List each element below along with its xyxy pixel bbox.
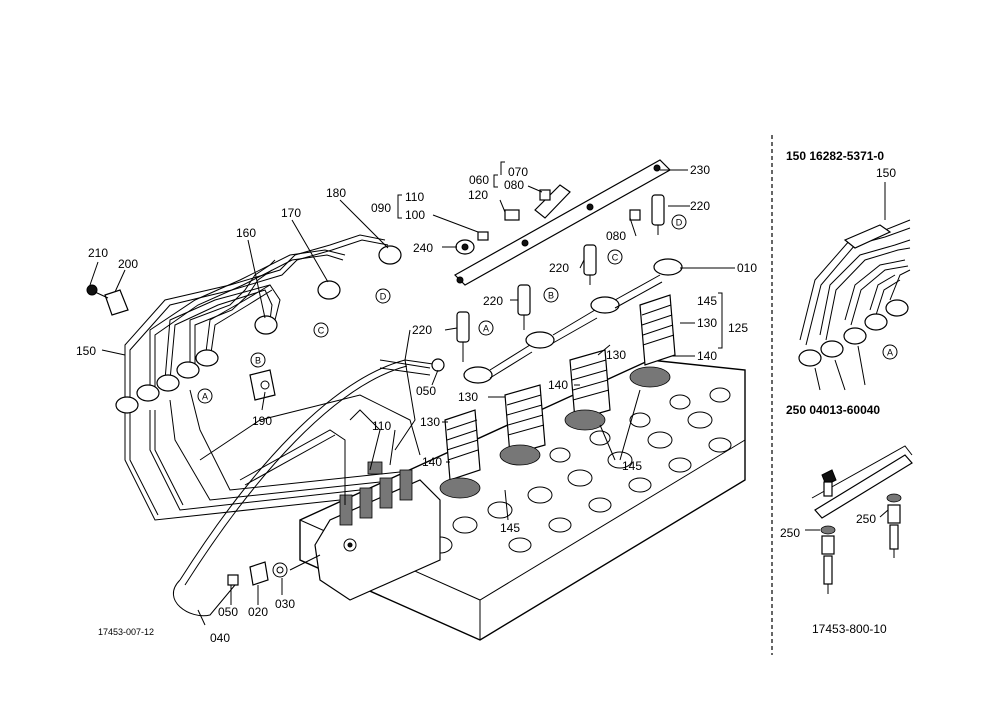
glow-plugs: [456, 194, 665, 362]
callout-010: 010: [737, 261, 757, 275]
ref-circle-d2: [671, 214, 687, 230]
glow-plug-detail: [805, 445, 913, 594]
injector-nozzles: [439, 294, 676, 499]
callout-060: 060: [469, 173, 489, 187]
small-fittings: [455, 189, 641, 255]
drawing-number: 17453-007-12: [98, 627, 154, 637]
callout-210: 210: [88, 246, 108, 260]
callout-070: 070: [508, 165, 528, 179]
callout-050b: 050: [218, 605, 238, 619]
callout-150: 150: [76, 344, 96, 358]
callout-110b: 110: [372, 419, 391, 433]
callout-080b: 080: [606, 229, 626, 243]
feed-fittings: [227, 554, 321, 586]
callout-130c: 130: [458, 390, 478, 404]
return-pipe: [173, 329, 441, 617]
callout-145a: 145: [697, 294, 717, 308]
ref-letter-d1: D: [380, 292, 387, 302]
ref-circle-b1: [250, 352, 266, 368]
ref-letter-d2: D: [676, 218, 683, 228]
callout-020: 020: [248, 605, 268, 619]
clamp-190: [249, 369, 276, 401]
injection-pump: [314, 461, 441, 601]
ref-circle-a2: [478, 320, 494, 336]
callout-140c: 140: [422, 455, 442, 469]
callout-145b: 145: [500, 521, 520, 535]
pipe-clamp: [86, 284, 129, 316]
ref-letter-c2: C: [612, 253, 619, 263]
callout-030: 030: [275, 597, 295, 611]
callout-145c: 145: [622, 459, 642, 473]
ref-circle-d1: [375, 288, 391, 304]
ref-letter-b1: B: [255, 356, 261, 366]
ref-letter-a1: A: [202, 392, 208, 402]
ref-letter-a3: A: [887, 348, 893, 358]
callout-220c: 220: [483, 294, 503, 308]
kit-callout: 150: [876, 166, 896, 180]
callout-100: 100: [405, 208, 425, 222]
ref-letter-c1: C: [318, 326, 325, 336]
callout-220a: 220: [690, 199, 710, 213]
ref-circle-a1: [197, 388, 213, 404]
overflow-pipes: [379, 258, 683, 384]
callout-120: 120: [468, 188, 488, 202]
callout-125: 125: [728, 321, 748, 335]
washer-part-line: 250 04013-60040: [786, 403, 880, 417]
ref-letter-b2: B: [548, 291, 554, 301]
side-panel: 150 16282-5371-0 150 A 250 04013-60040: [780, 149, 913, 636]
callout-040: 040: [210, 631, 230, 645]
ref-circle-c1: [313, 322, 329, 338]
washer-callout-a: 250: [780, 526, 800, 540]
callout-220d: 220: [412, 323, 432, 337]
injection-pipes: [124, 234, 421, 521]
callout-240: 240: [413, 241, 433, 255]
callout-050a: 050: [416, 384, 436, 398]
callout-080a: 080: [504, 178, 524, 192]
callout-180: 180: [326, 186, 346, 200]
callout-170: 170: [281, 206, 301, 220]
detail-drawing-number: 17453-800-10: [812, 622, 887, 636]
ref-circle-c2: [607, 249, 623, 265]
callout-220b: 220: [549, 261, 569, 275]
ref-letter-a2: A: [483, 324, 489, 334]
pipe-kit-drawing: A: [798, 219, 911, 391]
callout-140b: 140: [548, 378, 568, 392]
callouts: 210 200 160 170 180 150 190 240 090 110 …: [76, 163, 757, 645]
callout-130b: 130: [606, 348, 626, 362]
callout-130a: 130: [697, 316, 717, 330]
callout-230: 230: [690, 163, 710, 177]
callout-190: 190: [252, 414, 272, 428]
nozzle-rings: [446, 304, 675, 461]
callout-160: 160: [236, 226, 256, 240]
head-holes: [427, 387, 732, 554]
reference-letters: A B C D A B C D: [197, 214, 687, 404]
callout-110a: 110: [405, 190, 424, 204]
callout-130d: 130: [420, 415, 440, 429]
pipe-nuts: [115, 245, 402, 414]
kit-part-line: 150 16282-5371-0: [786, 149, 884, 163]
cylinder-head: [299, 359, 746, 641]
washer-callout-b: 250: [856, 512, 876, 526]
callout-140a: 140: [697, 349, 717, 363]
callout-090: 090: [371, 201, 391, 215]
callout-200: 200: [118, 257, 138, 271]
leader-lines: [89, 161, 735, 626]
ref-circle-b2: [543, 287, 559, 303]
